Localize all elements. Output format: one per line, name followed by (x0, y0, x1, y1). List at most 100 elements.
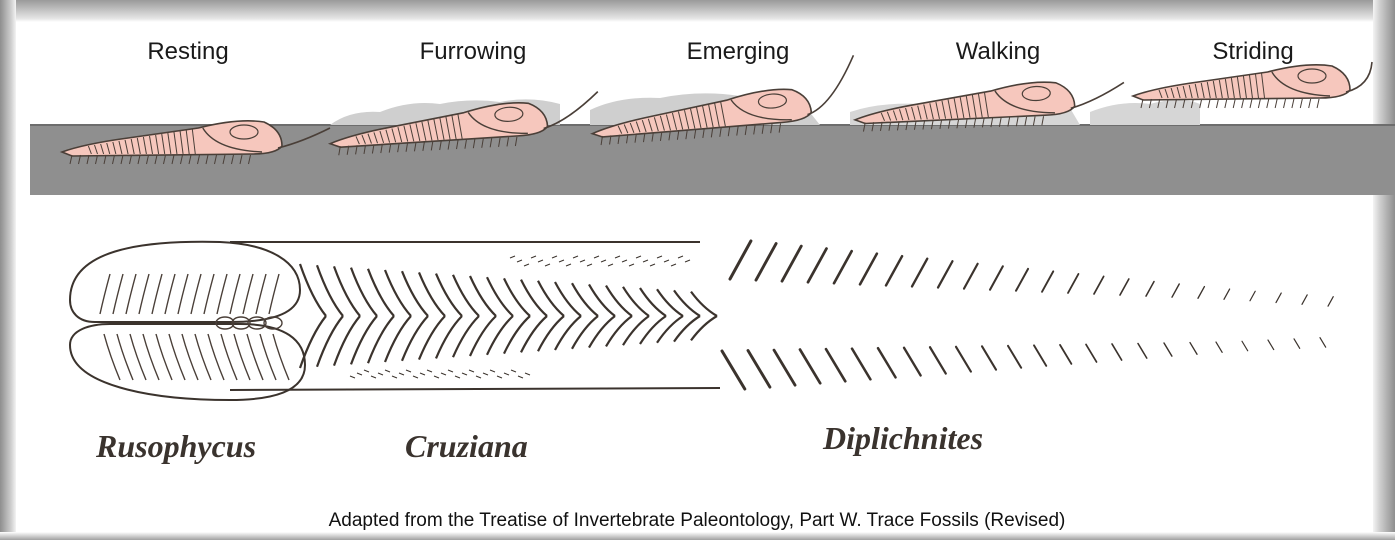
track-mark-upper (1068, 274, 1078, 293)
stipple-mark (524, 264, 529, 266)
chevron-ridge-upper (300, 264, 326, 316)
track-mark-upper (912, 259, 927, 287)
scratch-mark-upper (217, 274, 227, 314)
scratch-mark-lower (247, 334, 263, 380)
track-mark-lower (774, 350, 795, 385)
stipple-mark (427, 370, 432, 372)
scratch-mark-lower (143, 334, 159, 380)
trilobite-eye (230, 125, 258, 139)
track-mark-upper (1042, 271, 1053, 291)
trilobite-leg (1225, 99, 1227, 108)
stipple-mark (392, 376, 397, 378)
track-mark-upper (1224, 289, 1230, 299)
stipple-mark (525, 373, 530, 375)
label-rusophycus: Rusophycus (96, 428, 256, 465)
track-mark-upper (1198, 287, 1204, 299)
source-credit: Adapted from the Treatise of Invertebrat… (329, 510, 1066, 532)
stipple-mark (531, 256, 536, 258)
stipple-mark (685, 260, 690, 262)
stipple-mark (545, 264, 550, 266)
track-mark-upper (782, 246, 801, 281)
stipple-mark (504, 373, 509, 375)
track-mark-lower (1242, 341, 1248, 351)
stipple-mark (357, 373, 362, 375)
track-mark-lower (1138, 343, 1147, 358)
stipple-mark (371, 376, 376, 378)
track-mark-lower (982, 346, 996, 369)
scratch-mark-lower (234, 334, 250, 380)
stipple-mark (490, 370, 495, 372)
stipple-mark (455, 376, 460, 378)
stipple-mark (629, 264, 634, 266)
track-mark-upper (990, 266, 1003, 289)
track-mark-upper (964, 264, 978, 289)
track-mark-upper (834, 251, 852, 283)
stipple-mark (510, 256, 515, 258)
scratch-mark-lower (130, 334, 146, 380)
track-mark-upper (886, 256, 902, 285)
stipple-mark (636, 256, 641, 258)
track-mark-lower (1086, 344, 1097, 362)
stipple-mark (566, 264, 571, 266)
scratch-mark-upper (152, 274, 162, 314)
track-mark-lower (1112, 344, 1122, 360)
track-mark-lower (1190, 343, 1197, 355)
scratch-mark-lower (195, 334, 211, 380)
scratch-mark-upper (100, 274, 110, 314)
stipple-mark (608, 264, 613, 266)
track-mark-lower (878, 348, 896, 377)
stipple-mark (462, 373, 467, 375)
stipple-mark (434, 376, 439, 378)
stipple-mark (580, 260, 585, 262)
trilobite-eye (1298, 69, 1326, 83)
scratch-mark-upper (139, 274, 149, 314)
stage-label-striding: Striding (1212, 38, 1293, 66)
scratch-mark-lower (273, 334, 289, 380)
scratch-mark-upper (165, 274, 175, 314)
track-mark-upper (1276, 293, 1281, 303)
scratch-mark-lower (221, 334, 237, 380)
track-mark-upper (1172, 284, 1179, 297)
track-mark-lower (1060, 345, 1071, 364)
stipple-mark (559, 260, 564, 262)
track-mark-upper (1250, 291, 1255, 301)
stipple-mark (587, 264, 592, 266)
stipple-mark (657, 256, 662, 258)
trilobite-leg (1292, 99, 1294, 108)
scratch-mark-upper (204, 274, 214, 314)
stipple-mark (448, 370, 453, 372)
scratch-mark-lower (208, 334, 224, 380)
scratch-mark-upper (256, 274, 266, 314)
track-mark-upper (1016, 269, 1028, 291)
trilobite-leg (1242, 99, 1244, 108)
track-mark-upper (860, 254, 877, 285)
trilobite-leg (1200, 99, 1202, 108)
chevron-ridge-lower (300, 316, 326, 368)
trilobite-leg (1233, 99, 1235, 108)
track-mark-upper (1094, 276, 1104, 294)
stage-label-furrowing: Furrowing (420, 38, 527, 66)
stipple-mark (678, 256, 683, 258)
scratch-mark-upper (178, 274, 188, 314)
rusophycus-trace (70, 242, 305, 400)
trilobite-antenna (804, 55, 858, 114)
stage-label-walking: Walking (956, 38, 1040, 66)
trilobite-leg (1300, 99, 1302, 108)
track-mark-lower (748, 351, 770, 388)
stipple-mark (399, 373, 404, 375)
track-mark-lower (1216, 342, 1222, 352)
trilobite-leg (1258, 99, 1260, 108)
diplichnites-track-marks (722, 241, 1333, 389)
track-mark-upper (1328, 297, 1333, 307)
stipple-mark (664, 260, 669, 262)
track-mark-upper (938, 261, 952, 287)
stipple-mark (378, 373, 383, 375)
stipple-mark (385, 370, 390, 372)
track-mark-upper (1302, 295, 1307, 305)
track-mark-upper (730, 241, 751, 279)
track-mark-lower (930, 347, 946, 373)
stipple-mark (615, 256, 620, 258)
stipple-mark (643, 260, 648, 262)
scratch-mark-upper (113, 274, 123, 314)
